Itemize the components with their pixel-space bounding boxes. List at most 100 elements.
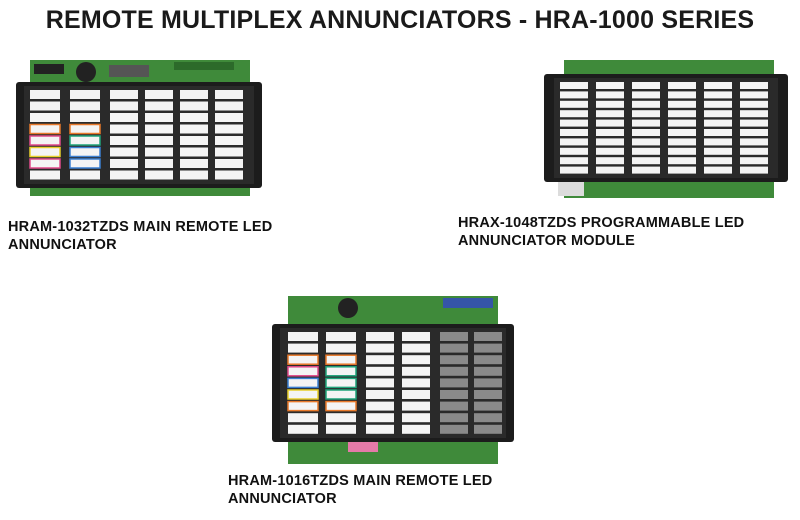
led-window [180,136,208,145]
led-window-special [326,413,356,423]
led-window [145,170,173,180]
led-window [704,119,732,127]
led-window-special [30,113,60,122]
led-window [740,147,768,155]
led-window-special [69,135,101,146]
led-window [402,343,430,353]
led-window [668,129,696,136]
led-window-special [287,366,319,377]
led-window-special [288,413,318,423]
led-window [110,124,138,134]
led-window [560,100,588,108]
led-window [596,110,624,118]
led-window [740,157,768,165]
annunciator-photo-1032 [14,60,264,200]
led-window [215,147,243,157]
led-window-special [326,343,356,353]
led-window [632,157,660,165]
led-window-special [30,90,60,99]
led-window-special [29,135,61,146]
led-window [596,138,624,146]
led-window [668,147,696,155]
led-window [704,110,732,118]
led-window [366,366,394,376]
led-window-blank [474,401,502,411]
led-window-special [30,170,60,180]
led-window [632,138,660,146]
led-window [560,147,588,155]
led-window [668,110,696,118]
led-window-blank [474,390,502,399]
caption-line2: ANNUNCIATOR MODULE [458,233,636,249]
led-window-blank [474,355,502,365]
led-window [145,124,173,134]
led-window-special [325,377,357,389]
led-window [402,355,430,365]
led-window [704,138,732,146]
led-window [145,113,173,122]
led-window [402,390,430,399]
led-window [632,82,660,89]
led-window-special [326,424,356,434]
led-window-special [325,366,357,377]
led-window-special [325,354,357,365]
led-window [740,129,768,136]
led-window [596,147,624,155]
led-window-special [69,146,101,158]
led-window [110,147,138,157]
led-window [596,91,624,99]
led-window [215,113,243,122]
led-window [180,170,208,180]
led-window [740,110,768,118]
led-window [366,390,394,399]
led-window [704,166,732,174]
caption-hrax-1048: HRAX-1048TZDS PROGRAMMABLE LED ANNUNCIAT… [458,214,744,250]
led-window [740,100,768,108]
led-window [215,90,243,99]
led-window-special [287,354,319,365]
led-window-blank [440,390,468,399]
led-window [402,332,430,341]
led-window [145,136,173,145]
led-window [402,424,430,434]
led-window [632,147,660,155]
led-window-blank [474,343,502,353]
led-window [596,129,624,136]
led-window [180,124,208,134]
led-window [366,401,394,411]
led-window [740,119,768,127]
led-window [110,90,138,99]
led-window [366,332,394,341]
led-window [596,157,624,165]
led-window [596,82,624,89]
led-window-special [70,170,100,180]
led-window [740,82,768,89]
led-window [632,91,660,99]
led-window-special [326,332,356,341]
led-window [366,378,394,388]
led-window [215,170,243,180]
led-window [632,166,660,174]
led-window [145,159,173,168]
led-window [596,119,624,127]
annunciator-photo-1048-icon [544,60,788,198]
annunciator-photo-1048 [544,60,788,200]
led-window [110,101,138,111]
led-window [180,90,208,99]
led-window-special [70,90,100,99]
led-window-blank [440,343,468,353]
led-window [704,147,732,155]
led-window-special [29,158,61,169]
led-window [402,366,430,376]
led-window-blank [474,378,502,388]
led-window-special [29,146,61,158]
led-window-special [70,113,100,122]
led-window [632,100,660,108]
led-window [366,343,394,353]
led-window [215,124,243,134]
led-window [596,100,624,108]
led-window [366,413,394,423]
caption-line2: ANNUNCIATOR [8,237,117,253]
annunciator-photo-1032-icon [16,60,262,196]
led-window [560,82,588,89]
